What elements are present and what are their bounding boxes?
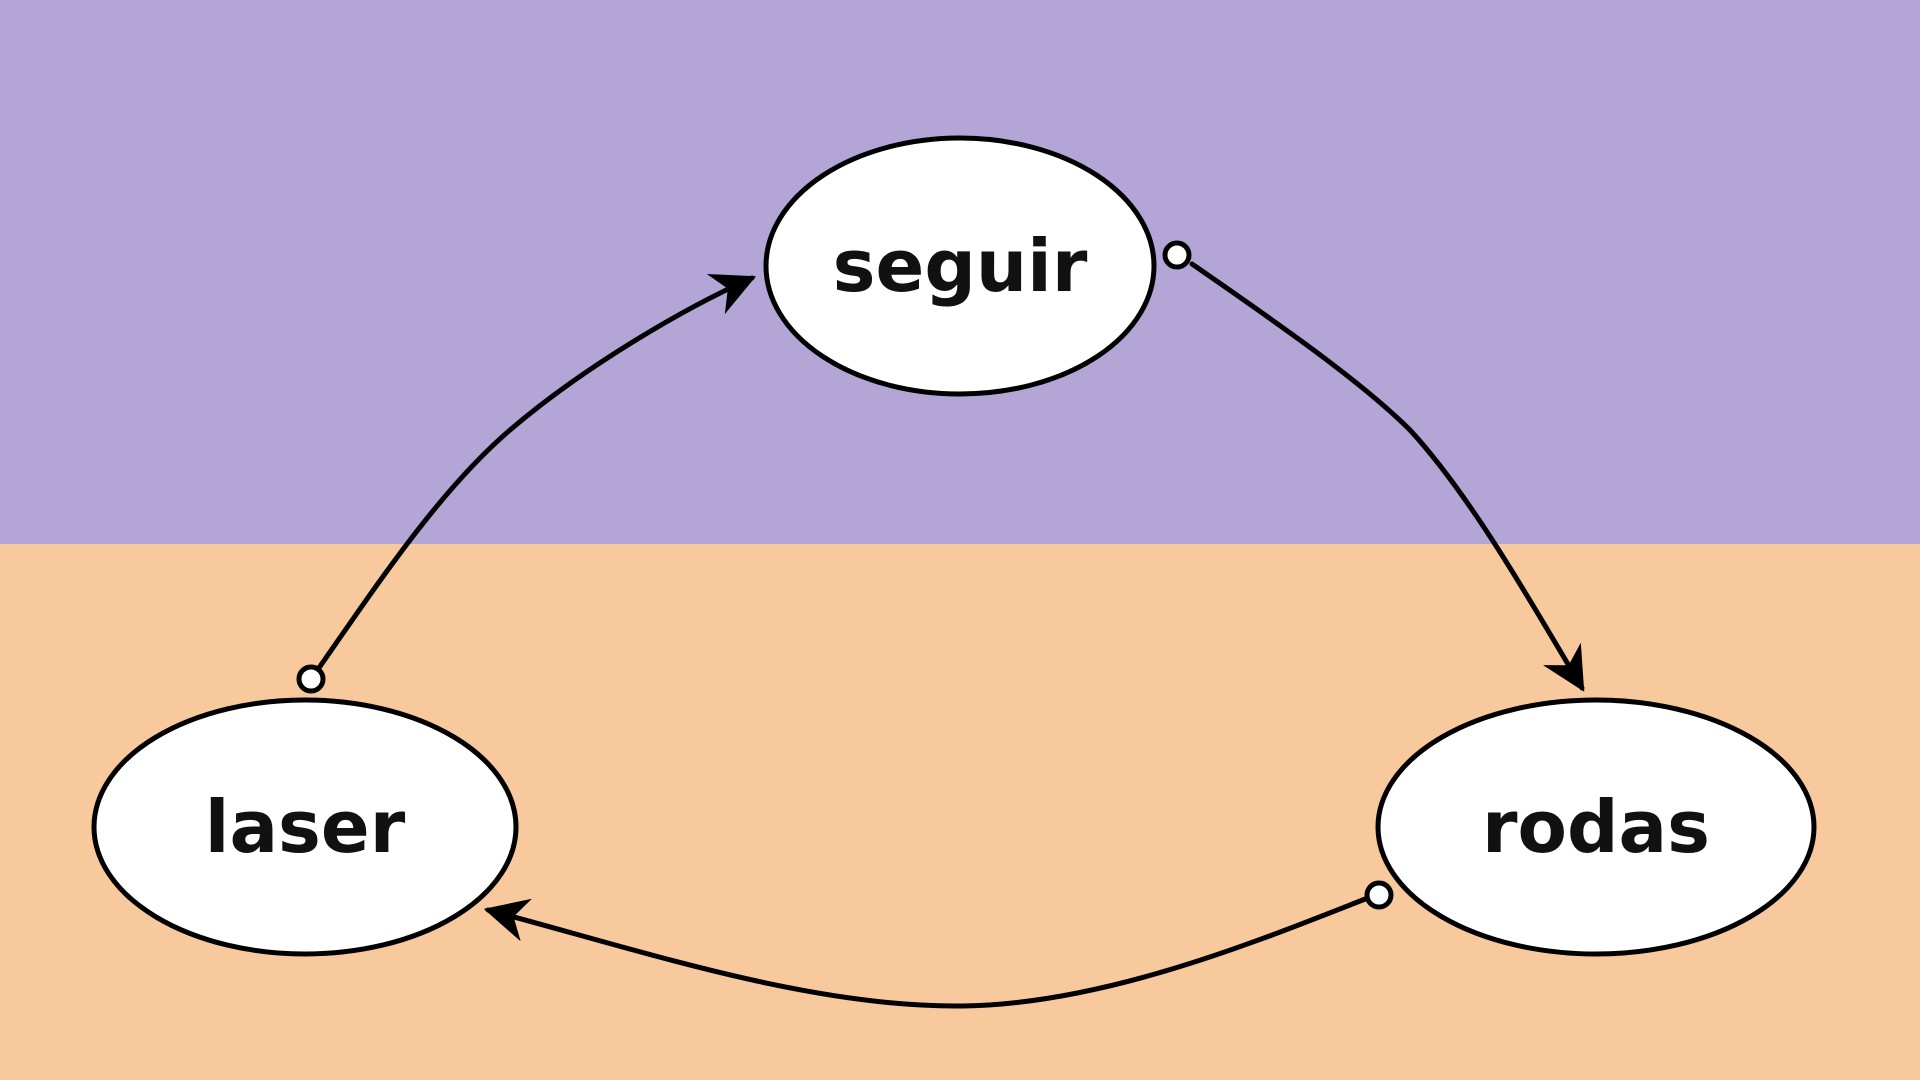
port-laser-out	[296, 664, 326, 694]
node-seguir[interactable]: seguir	[763, 135, 1157, 397]
edge-laser-to-seguir	[309, 273, 757, 681]
node-rodas[interactable]: rodas	[1375, 697, 1817, 957]
node-rodas-label: rodas	[1482, 785, 1710, 869]
node-seguir-label: seguir	[833, 224, 1088, 308]
port-rodas-out	[1364, 880, 1394, 910]
node-rodas-shape	[1375, 697, 1817, 957]
node-seguir-shape	[763, 135, 1157, 397]
edge-rodas-to-laser	[483, 891, 1381, 1009]
port-seguir-out	[1162, 240, 1192, 270]
node-laser[interactable]: laser	[91, 697, 519, 957]
node-laser-shape	[91, 697, 519, 957]
edge-seguir-to-rodas	[1189, 261, 1585, 692]
node-laser-label: laser	[205, 785, 406, 869]
